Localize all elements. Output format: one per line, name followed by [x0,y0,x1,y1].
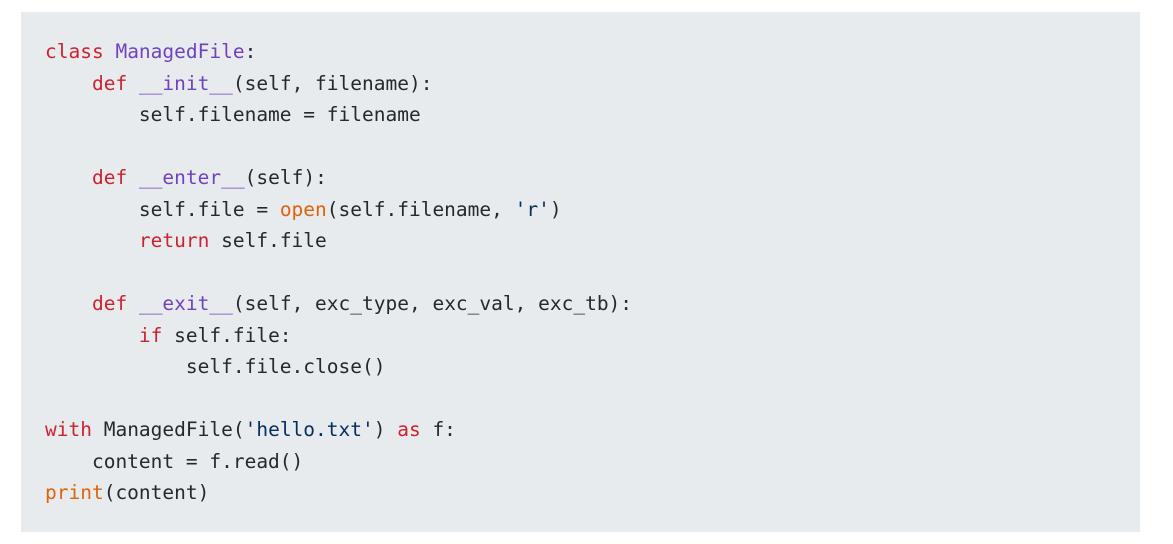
code-token: (self): [244,166,327,189]
code-token: class [45,40,104,63]
code-token: if [138,323,163,347]
code-line [45,383,632,415]
code-token [127,72,139,95]
code-token: with [45,418,92,441]
code-token [104,40,116,63]
code-token: return [138,229,210,252]
code-token: def [91,166,128,189]
code-line: return self.file [45,225,632,257]
code-token: self.filename = filename [45,103,421,126]
code-line: class ManagedFile: [45,36,632,68]
code-line: def __init__(self, filename): [45,68,632,100]
code-token: (self, filename): [232,71,433,95]
code-line [45,257,632,289]
code-line: self.file = open(self.filename, 'r') [45,194,632,226]
code-line: self.filename = filename [45,99,632,131]
code-line: self.file.close() [45,351,632,383]
code-token: ManagedFile( [91,418,245,441]
code-token [45,324,139,347]
code-token [45,72,92,95]
code-line: if self.file: [45,320,632,352]
code-token [45,166,92,189]
code-token: f: [420,418,456,441]
code-token [45,292,92,315]
code-token: (self.filename, [326,197,515,221]
code-token [127,292,139,315]
code-token: 'r' [514,197,550,221]
code-token: __exit__ [138,292,233,315]
code-token: __enter__ [138,166,245,189]
code-token: ) [373,418,398,441]
code-block: class ManagedFile: def __init__(self, fi… [21,12,1140,532]
code-line: with ManagedFile('hello.txt') as f: [45,414,632,446]
code-text[interactable]: class ManagedFile: def __init__(self, fi… [45,36,632,509]
code-line: def __enter__(self): [45,162,632,194]
code-line: print(content) [45,477,632,509]
code-token: self.file [209,229,327,252]
code-token: (content) [103,481,210,504]
code-line [45,131,632,163]
code-token: open [279,197,327,221]
code-token: self.file = [45,197,280,221]
code-token: (self, exc_type, exc_val, exc_tb): [232,292,633,315]
code-token [45,229,139,252]
code-token: __init__ [138,71,233,95]
code-token: def [91,292,128,315]
code-token: 'hello.txt' [244,418,374,441]
code-token: : [244,40,257,63]
code-token: ) [549,197,562,221]
code-token: self.file: [162,323,292,347]
code-token [127,166,139,189]
code-token: ManagedFile [115,40,245,63]
code-token: content = f.read() [45,449,304,473]
code-line: content = f.read() [45,446,632,478]
code-token: self.file.close() [45,355,386,378]
code-token: def [91,71,128,95]
code-token: print [45,481,104,504]
code-token: as [397,418,421,441]
code-line: def __exit__(self, exc_type, exc_val, ex… [45,288,632,320]
